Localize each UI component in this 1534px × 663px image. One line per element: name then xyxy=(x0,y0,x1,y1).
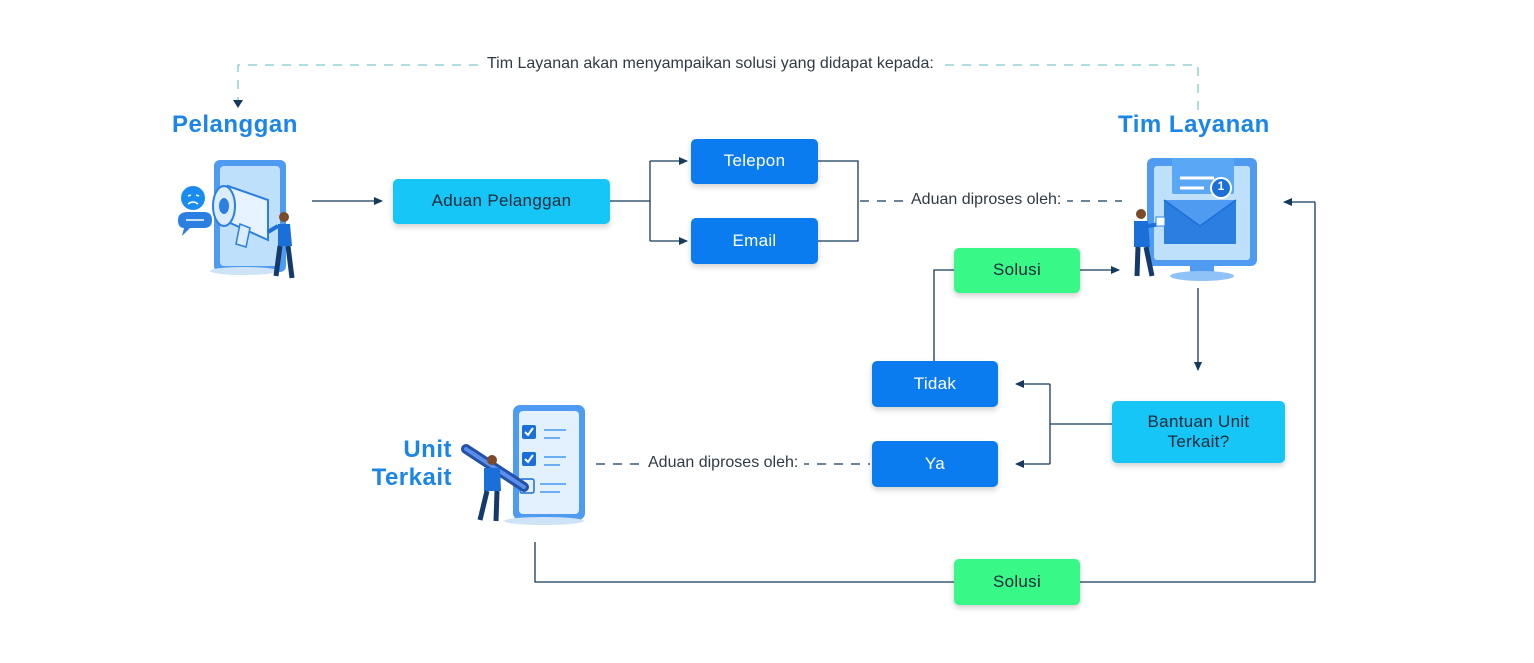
box-ya: Ya xyxy=(872,441,998,487)
box-solusi-bottom: Solusi xyxy=(954,559,1080,605)
heading-tim-layanan: Tim Layanan xyxy=(1118,111,1270,138)
checklist-illustration xyxy=(461,405,585,525)
box-email: Email xyxy=(691,218,818,264)
note-diproses-unit: Aduan diproses oleh: xyxy=(642,454,805,472)
notification-badge: 1 xyxy=(1217,179,1225,193)
box-telepon: Telepon xyxy=(691,139,818,184)
heading-unit-terkait: Unit Terkait xyxy=(371,436,452,491)
top-note: Tim Layanan akan menyampaikan solusi yan… xyxy=(481,55,940,73)
box-bantuan-unit-terkait: Bantuan Unit Terkait? xyxy=(1112,401,1285,463)
heading-pelanggan: Pelanggan xyxy=(172,111,298,138)
computer-mail-illustration xyxy=(1134,158,1257,281)
box-aduan-pelanggan: Aduan Pelanggan xyxy=(393,179,610,224)
box-solusi-top: Solusi xyxy=(954,248,1080,293)
note-diproses-layanan: Aduan diproses oleh: xyxy=(905,191,1068,209)
megaphone-illustration xyxy=(178,160,295,279)
box-tidak: Tidak xyxy=(872,361,998,407)
